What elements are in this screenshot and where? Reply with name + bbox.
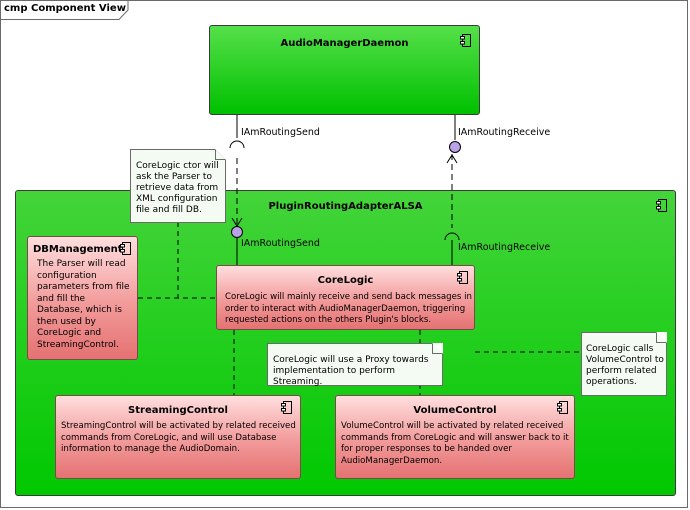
- streaming-control-title: StreamingControl: [128, 405, 228, 416]
- ctor-note-text: CoreLogic ctor will ask the Parser to re…: [136, 161, 219, 215]
- note-fold-icon: [432, 343, 443, 354]
- core-logic-description: CoreLogic will mainly receive and send b…: [225, 292, 472, 325]
- iam-routing-receive-label-top: IAmRoutingReceive: [458, 127, 551, 138]
- component-icon: [120, 242, 131, 255]
- iam-routing-send-label-inner: IAmRoutingSend: [241, 238, 320, 249]
- plugin-routing-adapter-title: PluginRoutingAdapterALSA: [268, 201, 423, 212]
- receive-socket: [444, 232, 460, 241]
- component-icon: [457, 271, 468, 284]
- send-socket: [229, 140, 245, 149]
- note-fold-icon: [656, 332, 667, 343]
- db-management-component[interactable]: DBManagement The Parser will read config…: [27, 236, 138, 360]
- core-logic-component[interactable]: CoreLogic CoreLogic will mainly receive …: [216, 265, 475, 330]
- iam-routing-receive-label-inner: IAmRoutingReceive: [458, 242, 551, 253]
- component-icon: [557, 401, 568, 414]
- volume-note[interactable]: CoreLogic calls VolumeControl to perform…: [581, 332, 667, 396]
- component-icon: [281, 401, 292, 414]
- db-management-description: The Parser will read configuration param…: [37, 259, 130, 350]
- volume-control-description: VolumeControl will be activated by relat…: [341, 421, 569, 466]
- audio-manager-daemon-title: AudioManagerDaemon: [280, 38, 409, 49]
- ctor-note[interactable]: CoreLogic ctor will ask the Parser to re…: [130, 149, 226, 223]
- component-icon: [656, 199, 667, 212]
- component-icon: [460, 34, 471, 47]
- streaming-control-component[interactable]: StreamingControl StreamingControl will b…: [55, 395, 301, 479]
- proxy-note-text: CoreLogic will use a Proxy towards imple…: [273, 355, 429, 387]
- core-logic-title: CoreLogic: [317, 275, 374, 286]
- proxy-note[interactable]: CoreLogic will use a Proxy towards imple…: [267, 343, 443, 387]
- streaming-control-description: StreamingControl will be activated by re…: [61, 421, 296, 454]
- volume-control-component[interactable]: VolumeControl VolumeControl will be acti…: [335, 395, 575, 479]
- volume-note-text: CoreLogic calls VolumeControl to perform…: [586, 344, 664, 387]
- audio-manager-daemon-component[interactable]: AudioManagerDaemon: [209, 25, 480, 115]
- volume-control-title: VolumeControl: [413, 405, 497, 416]
- note-fold-icon: [215, 149, 226, 160]
- receive-interface-ball: [449, 141, 461, 153]
- frame-title: cmp Component View: [4, 3, 126, 14]
- db-management-title: DBManagement: [33, 244, 123, 255]
- receive-dependency-arrow: [446, 154, 458, 164]
- send-interface-ball: [231, 226, 243, 238]
- iam-routing-send-label-top: IAmRoutingSend: [241, 127, 320, 138]
